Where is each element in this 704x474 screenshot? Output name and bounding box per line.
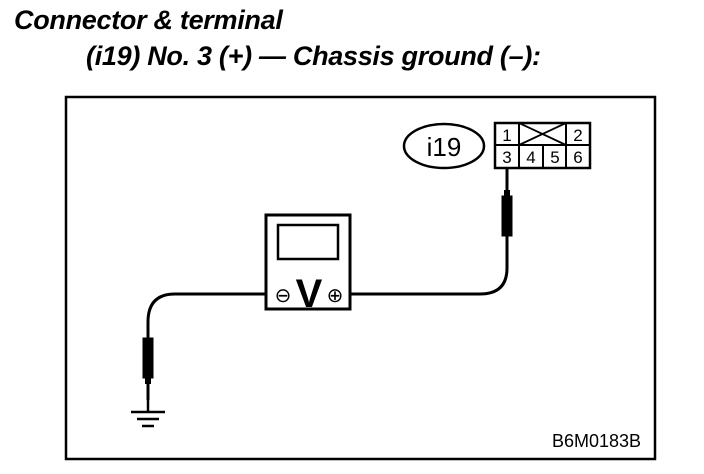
negative-probe [142, 337, 154, 379]
blank-cavity-mark [518, 122, 567, 146]
voltmeter-display [276, 223, 340, 261]
positive-probe [501, 195, 513, 237]
positive-terminal-icon: ⊕ [327, 285, 344, 307]
terminal-1: 1 [502, 126, 511, 145]
connector-i19: 1 2 3 4 5 6 [493, 121, 592, 170]
negative-terminal-icon: ⊖ [275, 285, 292, 307]
voltmeter-icon: V ⊖ ⊕ [264, 213, 352, 316]
heading-line-2: (i19) No. 3 (+) — Chassis ground (–): [86, 41, 541, 71]
figure-code: B6M0183B [552, 431, 641, 451]
terminal-5: 5 [550, 148, 559, 167]
terminal-2: 2 [573, 126, 582, 145]
terminal-3: 3 [502, 148, 511, 167]
heading-line-1: Connector & terminal [14, 5, 283, 35]
connector-label: i19 [402, 122, 486, 170]
negative-lead-wire [146, 292, 268, 400]
chassis-ground-icon [131, 400, 165, 428]
diagram-frame [64, 95, 657, 461]
terminal-6: 6 [573, 148, 582, 167]
connector-label-text: i19 [427, 132, 462, 162]
positive-lead-wire [350, 168, 509, 296]
voltmeter-symbol: V [296, 272, 323, 316]
terminal-4: 4 [526, 148, 535, 167]
